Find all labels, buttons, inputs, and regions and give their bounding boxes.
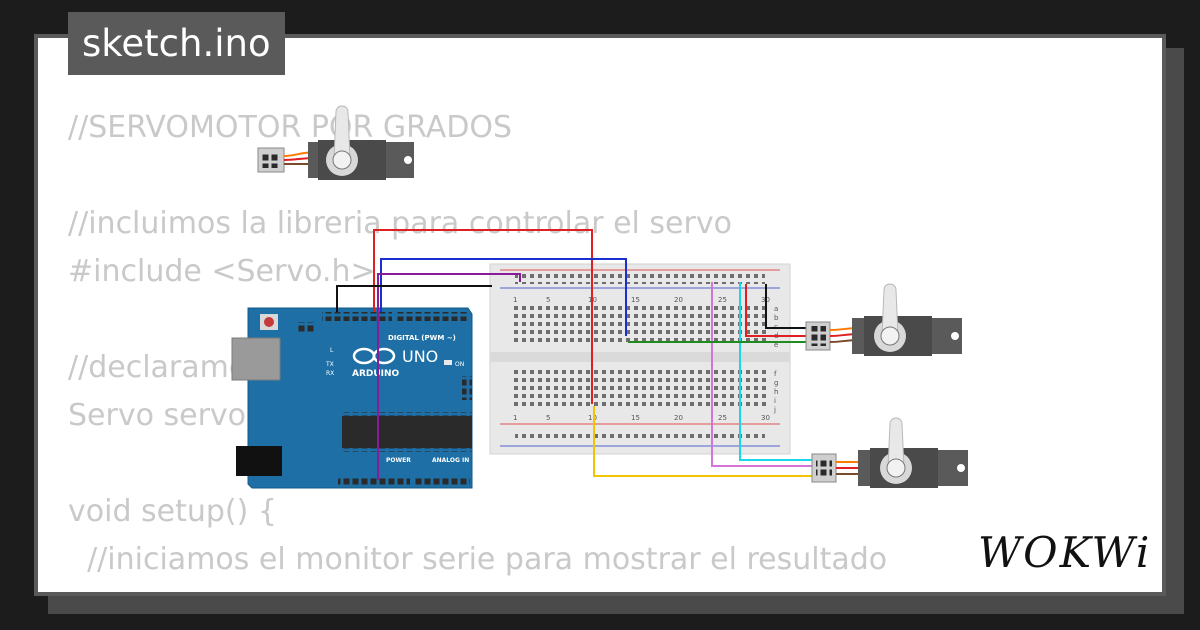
l-led-label: L <box>330 347 334 354</box>
rx-label: RX <box>326 370 334 377</box>
row-letter: e <box>774 341 778 349</box>
column-number: 20 <box>674 296 683 304</box>
usb-port <box>231 337 281 381</box>
servo-shaft <box>880 326 900 346</box>
servo-mount-hole <box>404 156 412 164</box>
center-channel <box>490 352 790 362</box>
wokwi-logo: WOKWi <box>978 528 1152 577</box>
column-number: 1 <box>513 414 517 422</box>
wires <box>336 229 812 480</box>
column-number: 25 <box>718 296 727 304</box>
row-letter: h <box>774 388 778 396</box>
icsp2-header <box>462 376 472 400</box>
code-line: //SERVOMOTOR POR GRADOS <box>68 110 513 145</box>
code-line: void setup() { <box>68 494 277 529</box>
servo-mount-hole <box>951 332 959 340</box>
on-led-label: ON <box>455 361 464 368</box>
row-letter: b <box>774 314 779 322</box>
wire-red-servo <box>745 284 808 337</box>
analog-label: ANALOG IN <box>432 457 469 464</box>
servo-shaft <box>332 150 352 170</box>
servo-horn <box>881 283 899 337</box>
arduino-logo <box>352 347 396 365</box>
code-line: //declaramos <box>68 350 263 385</box>
terminal-holes-top <box>510 305 770 345</box>
servo-motor-1[interactable] <box>257 105 414 180</box>
power-rail-holes <box>515 430 765 440</box>
chip-pins-bottom <box>342 448 472 452</box>
row-letter: a <box>774 305 778 313</box>
column-number: 5 <box>546 296 550 304</box>
icsp-header <box>296 322 316 334</box>
servo-horn <box>887 417 905 469</box>
code-line: Serial.begin(9600); <box>68 584 887 592</box>
board-model: UNO <box>402 347 438 366</box>
on-led <box>444 360 452 365</box>
power-header <box>338 478 410 486</box>
column-number: 15 <box>631 414 640 422</box>
servo-motor-2[interactable] <box>805 283 962 356</box>
column-number: 1 <box>513 296 517 304</box>
row-letter: f <box>774 370 777 378</box>
digital-header-high <box>322 312 392 321</box>
wire-yellow <box>593 406 812 477</box>
power-label: POWER <box>386 457 411 464</box>
row-letter: i <box>774 397 776 405</box>
servo-horn <box>333 105 351 161</box>
reset-button-cap <box>264 317 274 327</box>
column-number: 20 <box>674 414 683 422</box>
row-letter: g <box>774 379 778 387</box>
servo-shaft <box>886 458 906 478</box>
column-number: 25 <box>718 414 727 422</box>
tx-label: TX <box>325 361 334 368</box>
wire-red <box>373 229 593 404</box>
column-number: 10 <box>588 414 597 422</box>
code-line: //incluimos la libreria para controlar e… <box>68 206 732 241</box>
wire-purple <box>377 273 521 480</box>
wire-pink <box>711 282 812 467</box>
terminal-holes-bottom <box>510 370 770 410</box>
microcontroller-chip <box>342 416 472 448</box>
wire-black <box>336 285 492 312</box>
servo-connector-pins <box>816 458 832 478</box>
code-line: #include <Servo.h> <box>68 254 376 289</box>
servo-motor-3[interactable] <box>811 417 968 488</box>
column-number: 5 <box>546 414 550 422</box>
servo-connector-pins <box>810 326 826 346</box>
digital-header-low <box>395 312 469 321</box>
code-view: //SERVOMOTOR POR GRADOS //incluimos la l… <box>68 104 888 592</box>
wire-black-servo <box>765 284 808 329</box>
servo-mount-hole <box>957 464 965 472</box>
code-line: Servo servo <box>68 398 247 433</box>
chip-pins-top <box>342 412 472 416</box>
servo-connector-pins <box>262 152 280 168</box>
column-number: 15 <box>631 296 640 304</box>
analog-header <box>414 478 470 486</box>
power-rail-holes <box>515 274 765 284</box>
file-tab[interactable]: sketch.ino <box>68 12 285 75</box>
power-jack <box>236 446 282 476</box>
column-number: 30 <box>761 414 770 422</box>
row-letter: j <box>773 406 776 414</box>
digital-label: DIGITAL (PWM ~) <box>388 334 456 342</box>
code-line: //iniciamos el monitor serie para mostra… <box>68 542 888 577</box>
arduino-uno-board[interactable]: DIGITAL (PWM ~) UNO ARDUINO ON TX RX L P… <box>231 307 473 489</box>
board-brand: ARDUINO <box>352 369 400 379</box>
